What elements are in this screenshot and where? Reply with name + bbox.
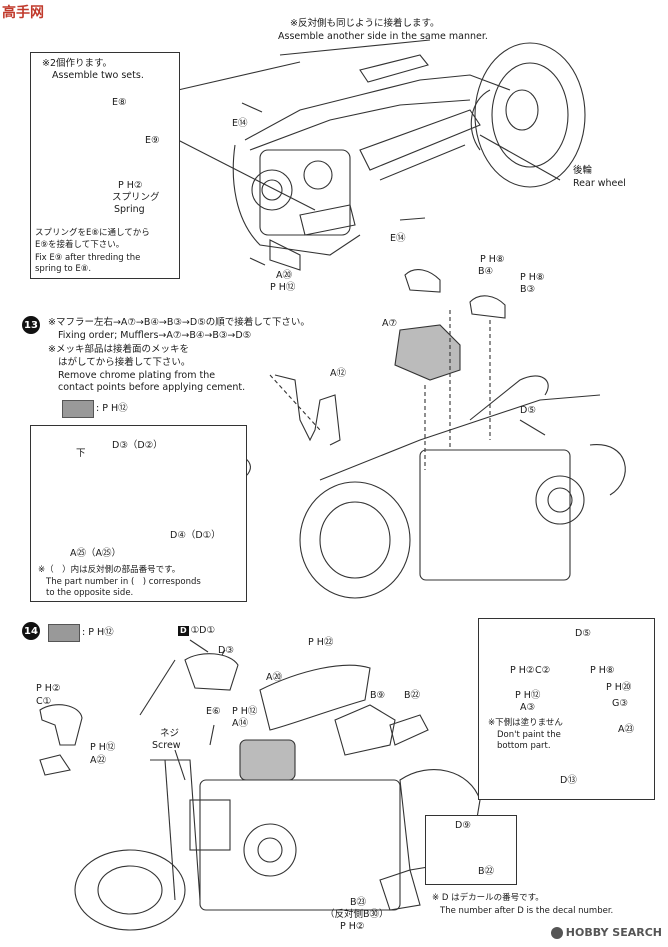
label-b9: B⑨ <box>370 690 386 701</box>
label-ph8-b: P H⑧ <box>520 272 545 283</box>
label-d3: D③ <box>218 645 234 656</box>
decal-note-en: The number after D is the decal number. <box>440 906 614 916</box>
label-a20: A⑳ <box>276 270 292 281</box>
muffler-note-en-2: to the opposite side. <box>46 588 134 598</box>
shock-instr-jp-1: スプリングをE⑧に通してから <box>35 228 150 238</box>
label-a12: A⑫ <box>330 368 346 379</box>
muffler-note-jp: ※（ ）内は反対側の部品番号です。 <box>38 565 181 575</box>
hobby-search-icon <box>550 927 563 939</box>
muffler-inset-box <box>30 425 247 602</box>
hobby-search-text: HOBBY SEARCH <box>565 926 662 939</box>
label-ph2-right: P H② <box>510 665 535 676</box>
watermark-logo: 高手网 <box>2 5 44 21</box>
step-13-marker: 13 <box>22 316 40 334</box>
label-e14-left: E⑭ <box>232 118 248 129</box>
label-e6: E⑥ <box>206 706 221 717</box>
step13-chrome-jp-2: はがしてから接着して下さい。 <box>58 357 191 368</box>
label-d3-d2: D③（D②） <box>112 440 163 451</box>
rear-wheel-jp: 後輪 <box>573 165 593 176</box>
label-ph8-a: P H⑧ <box>480 254 505 265</box>
label-e14-bottom: E⑭ <box>390 233 406 244</box>
label-d13: D⑬ <box>560 775 577 786</box>
decal-note-jp: ※ D はデカールの番号です。 <box>432 893 544 903</box>
label-ph2: P H② <box>118 180 143 191</box>
label-ph12-a: P H⑫ <box>90 742 116 753</box>
label-b23: B㉓ <box>350 897 367 908</box>
label-neji-jp: ネジ <box>160 728 180 739</box>
label-ph12-b: P H⑫ <box>232 706 258 717</box>
label-c2: C② <box>535 665 551 676</box>
step13-chrome-en-1: Remove chrome plating from the <box>58 370 216 381</box>
label-d5: D⑤ <box>520 405 536 416</box>
fender-inset-box <box>478 618 655 800</box>
spring-label-jp: スプリング <box>112 192 160 203</box>
label-b22: B㉒ <box>404 690 421 701</box>
label-neji-en: Screw <box>152 740 181 751</box>
label-ph8-right: P H⑧ <box>590 665 615 676</box>
step13-swatch-label: : P H⑫ <box>96 403 128 414</box>
label-d9: D⑨ <box>455 820 471 831</box>
label-b30: （反対側B㉚） <box>325 909 389 920</box>
label-b22-decal: B㉒ <box>478 866 495 877</box>
label-a22-a: A㉒ <box>90 755 106 766</box>
label-a14: A⑭ <box>232 718 248 729</box>
step13-chrome-jp-1: ※メッキ部品は接着面のメッキを <box>48 344 189 355</box>
label-ph12: P H⑫ <box>270 282 296 293</box>
hobby-search-watermark: HOBBY SEARCH <box>550 926 662 939</box>
label-a23: A㉓ <box>618 724 634 735</box>
label-d5-right: D⑤ <box>575 628 591 639</box>
top-note-en: Assemble another side in the same manner… <box>278 31 488 42</box>
rear-wheel-en: Rear wheel <box>573 178 626 189</box>
label-shita: 下 <box>76 448 86 459</box>
label-e8: E⑧ <box>112 97 127 108</box>
label-a7: A⑦ <box>382 318 398 329</box>
label-a25: A㉕（A㉕） <box>70 548 121 559</box>
paint-note-en-2: bottom part. <box>497 741 551 751</box>
paint-note-en-1: Don't paint the <box>497 730 561 740</box>
label-b4: B④ <box>478 266 494 277</box>
label-d4-d1: D④（D①） <box>170 530 221 541</box>
label-g3: G③ <box>612 698 628 709</box>
shock-instr-jp-2: E⑨を接着して下さい。 <box>35 240 125 250</box>
label-ph2-a: P H② <box>36 683 61 694</box>
label-ph12-right: P H⑫ <box>515 690 541 701</box>
step13-chrome-en-2: contact points before applying cement. <box>58 382 246 393</box>
step13-order-en: Fixing order; Mufflers→A⑦→B④→B③→D⑤ <box>58 330 252 341</box>
shock-instr-en-1: Fix E⑨ after threding the <box>35 253 141 263</box>
top-note-jp: ※反対側も同じように接着します。 <box>290 18 440 29</box>
label-a20: A⑳ <box>266 672 282 683</box>
label-d1-text: D① <box>199 625 216 636</box>
step13-paint-swatch <box>62 400 94 418</box>
shock-instr-en-2: spring to E⑧. <box>35 264 92 274</box>
shock-inset-note-en: Assemble two sets. <box>52 70 144 81</box>
shock-inset-box <box>30 52 180 279</box>
label-b3: B③ <box>520 284 536 295</box>
label-e9: E⑨ <box>145 135 160 146</box>
label-ph20: P H⑳ <box>606 682 632 693</box>
label-ph2-bottom: P H② <box>340 921 365 932</box>
label-ph22: P H㉒ <box>308 637 334 648</box>
decal-inset-box <box>425 815 517 885</box>
step13-order-jp: ※マフラー左右→A⑦→B④→B③→D⑤の順で接着して下さい。 <box>48 317 310 328</box>
paint-note-jp: ※下側は塗りません <box>488 718 563 728</box>
label-a3: A③ <box>520 702 536 713</box>
step14-swatch-label: : P H⑫ <box>82 627 114 638</box>
step-14-marker: 14 <box>22 622 40 640</box>
label-c1: C① <box>36 696 52 707</box>
spring-label-en: Spring <box>114 204 145 215</box>
shock-inset-note-jp: ※2個作ります。 <box>42 58 113 69</box>
muffler-note-en-1: The part number in ( ) corresponds <box>46 577 201 587</box>
step14-paint-swatch <box>48 624 80 642</box>
